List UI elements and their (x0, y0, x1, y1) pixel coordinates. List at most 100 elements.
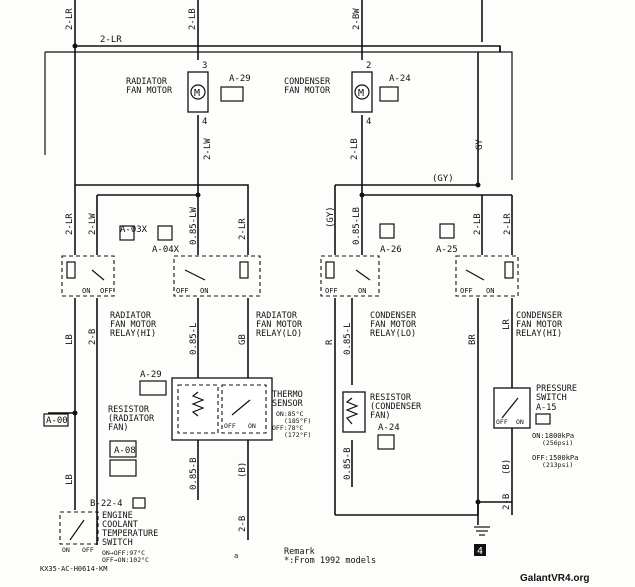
svg-text:(256psi): (256psi) (542, 439, 573, 447)
svg-text:FAN MOTOR: FAN MOTOR (256, 320, 303, 330)
doc-id: KX35-AC-H0614-KM (40, 565, 107, 573)
svg-text:FAN): FAN) (108, 423, 128, 433)
watermark: GalantVR4.org (520, 573, 589, 584)
a00-tag (43, 413, 69, 427)
svg-text:ON:1800kPa: ON:1800kPa (532, 432, 574, 440)
coolant-temp-switch: ON OFF B-22-4 ENGINE COOLANT TEMPERATURE… (59, 497, 158, 564)
pin-label: 3 (202, 61, 207, 71)
svg-text:RELAY(HI): RELAY(HI) (110, 329, 156, 339)
svg-text:OFF: OFF (325, 287, 338, 295)
svg-text:2-LR: 2-LR (65, 213, 75, 235)
svg-text:2-B: 2-B (238, 516, 248, 532)
svg-text:GB: GB (238, 334, 248, 345)
svg-text:2-LW: 2-LW (88, 213, 98, 235)
svg-text:ON: ON (62, 546, 70, 554)
wire-rad-cross (75, 184, 249, 255)
remark-title: Remark (284, 547, 315, 557)
svg-text:2-LB: 2-LB (473, 213, 483, 235)
resistor-condenser: RESISTOR (CONDENSER FAN) A-24 (342, 391, 422, 450)
svg-text:ON: ON (200, 287, 208, 295)
svg-text:2-LR: 2-LR (238, 218, 248, 240)
svg-text:(CONDENSER: (CONDENSER (370, 402, 422, 412)
svg-text:B-22-4: B-22-4 (90, 499, 123, 509)
svg-text:a: a (234, 552, 238, 560)
svg-text:A-29: A-29 (140, 370, 162, 380)
svg-text:(213psi): (213psi) (542, 461, 573, 469)
svg-text:LB: LB (65, 474, 75, 485)
svg-text:RELAY(LO): RELAY(LO) (370, 329, 416, 339)
wire-bus (75, 45, 501, 52)
svg-text:0.85-LW: 0.85-LW (189, 206, 199, 245)
svg-text:RADIATOR: RADIATOR (110, 311, 152, 321)
resistor-radiator-label: RESISTOR (RADIATOR FAN) A-08 (108, 405, 155, 477)
svg-text:A-24: A-24 (389, 74, 411, 84)
svg-text:A-25: A-25 (436, 245, 458, 255)
svg-text:2-B: 2-B (502, 494, 512, 510)
svg-text:GY: GY (475, 139, 485, 150)
connector-icon (379, 86, 399, 102)
svg-text:OFF: OFF (100, 287, 113, 295)
svg-text:ON: ON (486, 287, 494, 295)
svg-text:0.85-L: 0.85-L (189, 322, 199, 355)
pressure-switch: OFF ON PRESSURE SWITCH A-15 ON:1800kPa (… (493, 384, 578, 469)
svg-text:2-LB: 2-LB (188, 8, 198, 30)
svg-text:A-08: A-08 (114, 446, 136, 456)
svg-text:ON:85°C: ON:85°C (276, 410, 303, 418)
svg-text:FAN MOTOR: FAN MOTOR (110, 320, 157, 330)
svg-text:OFF: OFF (82, 546, 94, 554)
svg-text:2: 2 (366, 61, 371, 71)
svg-text:CONDENSER: CONDENSER (284, 77, 331, 87)
connector-icon (220, 86, 244, 102)
svg-text:LB: LB (65, 334, 75, 345)
radiator-fan-motor: M 3 4 RADIATOR FAN MOTOR A-29 (126, 61, 251, 127)
svg-text:0.85-L: 0.85-L (343, 322, 353, 355)
svg-text:(B): (B) (502, 459, 512, 475)
svg-text:TEMPERATURE: TEMPERATURE (102, 529, 158, 539)
svg-text:FAN MOTOR: FAN MOTOR (370, 320, 417, 330)
wire-box-outline (45, 51, 513, 180)
svg-text:A-26: A-26 (380, 245, 402, 255)
svg-text:A-15: A-15 (536, 403, 556, 413)
svg-text:RADIATOR: RADIATOR (256, 311, 298, 321)
svg-text:COOLANT: COOLANT (102, 520, 138, 530)
svg-text:OFF:1500kPa: OFF:1500kPa (532, 454, 578, 462)
svg-text:RESISTOR: RESISTOR (370, 393, 412, 403)
svg-text:FAN MOTOR: FAN MOTOR (516, 320, 563, 330)
svg-text:FAN): FAN) (370, 411, 390, 421)
svg-text:2-LR: 2-LR (100, 35, 122, 45)
svg-text:THERMO: THERMO (272, 390, 303, 400)
svg-text:A-24: A-24 (378, 423, 400, 433)
svg-text:(172°F): (172°F) (284, 431, 311, 439)
svg-text:4: 4 (477, 546, 483, 557)
svg-text:ON: ON (82, 287, 90, 295)
svg-text:OFF: OFF (460, 287, 473, 295)
svg-text:RELAY(LO): RELAY(LO) (256, 329, 302, 339)
relay-hi-condenser: OFF ON A-25 CONDENSER FAN MOTOR RELAY(HI… (436, 245, 563, 339)
svg-text:ON: ON (516, 418, 524, 426)
ground-badge (474, 544, 486, 556)
connector-a29: A-29 (229, 74, 251, 84)
svg-text:OFF: OFF (224, 422, 236, 430)
svg-text:RESISTOR: RESISTOR (108, 405, 150, 415)
svg-text:A-04X: A-04X (152, 245, 180, 255)
svg-text:(185°F): (185°F) (284, 417, 311, 425)
thermo-sensor-block: OFF ON THERMO SENSOR ON:85°C (185°F) OFF… (139, 370, 311, 441)
svg-text:M: M (358, 88, 364, 99)
svg-text:OFF:78°C: OFF:78°C (272, 424, 303, 432)
svg-text:OFF: OFF (496, 418, 508, 426)
svg-text:0.85-B: 0.85-B (343, 447, 353, 480)
svg-text:ON: ON (358, 287, 366, 295)
svg-text:0.85-B: 0.85-B (189, 457, 199, 490)
svg-text:RELAY(HI): RELAY(HI) (516, 329, 562, 339)
svg-text:FAN MOTOR: FAN MOTOR (284, 86, 331, 96)
svg-text:LR: LR (502, 319, 512, 330)
radiator-fan-motor-label: RADIATOR (126, 77, 168, 87)
relay-hi-radiator: ON OFF A-03X RADIATOR FAN MOTOR RELAY(HI… (61, 225, 157, 339)
svg-text:FAN MOTOR: FAN MOTOR (126, 86, 173, 96)
svg-text:M: M (194, 88, 200, 99)
svg-text:2-B: 2-B (88, 329, 98, 345)
relay-lo-radiator: OFF ON A-04X RADIATOR FAN MOTOR RELAY(LO… (152, 245, 303, 339)
svg-text:ON→OFF:97°C: ON→OFF:97°C (102, 549, 145, 557)
svg-text:R: R (325, 339, 335, 345)
